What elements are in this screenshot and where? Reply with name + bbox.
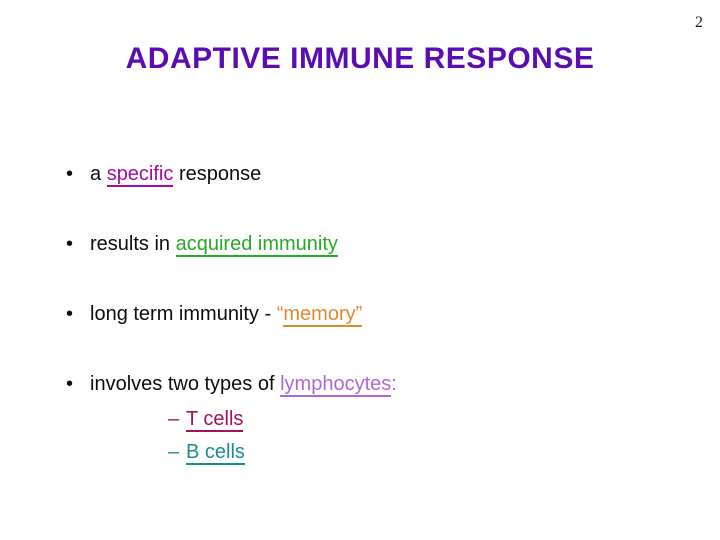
text-segment: T cells bbox=[186, 408, 244, 432]
text-segment: results in bbox=[90, 233, 176, 255]
text-segment: response bbox=[173, 163, 262, 185]
text-segment: a bbox=[90, 163, 107, 185]
text-segment: : bbox=[391, 373, 397, 395]
text-segment: lymphocytes bbox=[280, 373, 392, 397]
bullet-list: • a specific response • results in acquired… bbox=[0, 162, 720, 465]
slide-title: ADAPTIVE IMMUNE RESPONSE bbox=[125, 42, 595, 75]
text-segment: acquired immunity bbox=[175, 233, 338, 257]
page-number: 2 bbox=[695, 14, 703, 31]
text-segment: specific bbox=[106, 163, 174, 187]
dash-marker: – bbox=[168, 441, 180, 463]
sub-bullet-line: –B cells bbox=[0, 440, 720, 465]
bullet-marker: • bbox=[66, 163, 74, 185]
bullet-line: • a specific response bbox=[0, 162, 720, 187]
bullet-marker: • bbox=[66, 303, 74, 325]
text-segment: memory” bbox=[283, 303, 363, 327]
bullet-line: • results in acquired immunity bbox=[0, 232, 720, 257]
text-segment: B cells bbox=[186, 441, 245, 465]
dash-marker: – bbox=[168, 408, 180, 430]
text-segment: “ bbox=[276, 303, 284, 325]
text-segment: involves two types of bbox=[90, 373, 281, 395]
sub-bullet-line: –T cells bbox=[0, 407, 720, 432]
bullet-marker: • bbox=[66, 233, 74, 255]
bullet-line: • involves two types of lymphocytes: bbox=[0, 372, 720, 397]
bullet-line: • long term immunity - “memory” bbox=[0, 302, 720, 327]
bullet-marker: • bbox=[66, 373, 74, 395]
text-segment: long term immunity - bbox=[90, 303, 277, 325]
